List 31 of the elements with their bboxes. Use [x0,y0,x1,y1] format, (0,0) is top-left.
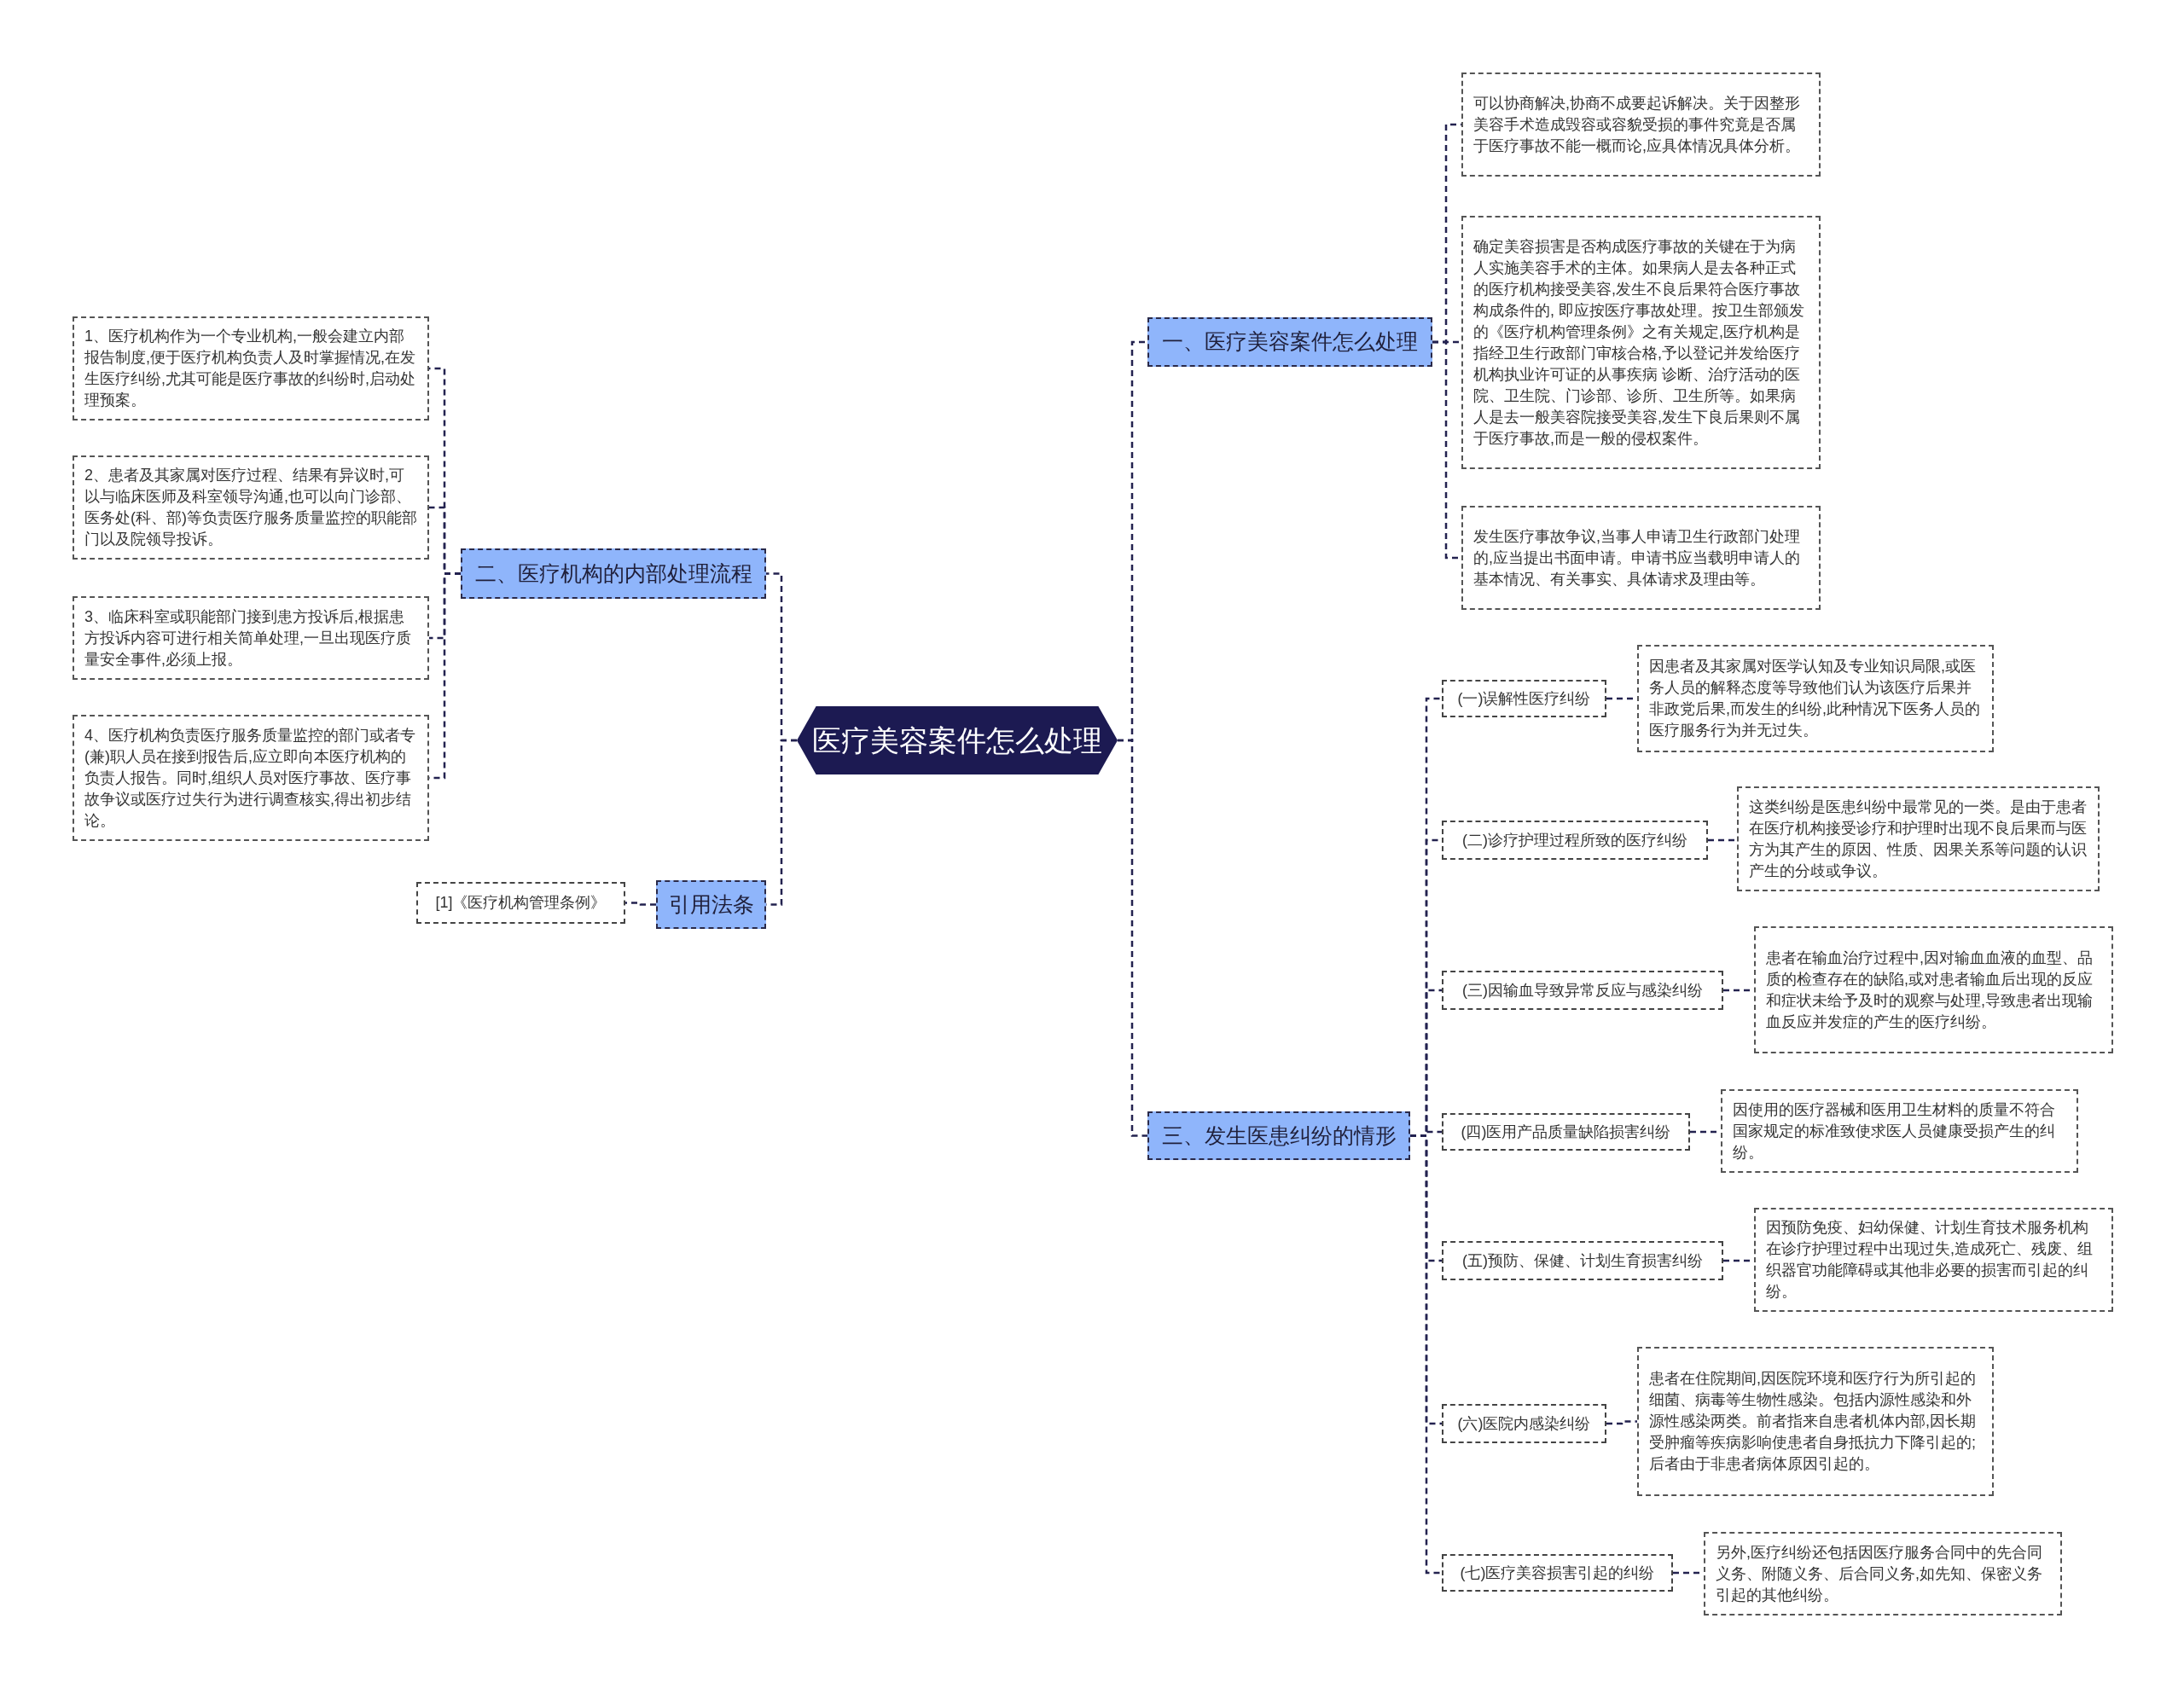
note-box: 2、患者及其家属对医疗过程、结果有异议时,可以与临床医师及科室领导沟通,也可以向门诊部、医务处(科、部)等负责医疗服务质量监控的职能部门以及院领导投诉。 [73,455,429,560]
central-topic: 医疗美容案件怎么处理 [797,706,1118,774]
note-box: 确定美容损害是否构成医疗事故的关键在于为病人实施美容手术的主体。如果病人是去各种正式的医疗机构接受美容,发生不良后果符合医疗事故构成条件的, 即应按医疗事故处理。按卫生部颁发的《医疗机构管理条例》之有关规定,医疗机构是指经卫生行政部门审核合格,予以登记并发给医疗机构执业许可证的从事疾病 诊断、治疗活动的医院、卫生院、门诊部、诊所、卫生所等。如果病人是去一般美容院接受美容,发生下良后果则不属于医疗事故,而是一般的侵权案件。 [1461,216,1821,469]
subtopic-box: (六)医院内感染纠纷 [1442,1404,1606,1443]
subtopic-box: (七)医疗美容损害引起的纠纷 [1442,1554,1673,1592]
branch-topic: 二、医疗机构的内部处理流程 [461,548,766,599]
note-box: 4、医疗机构负责医疗服务质量监控的部门或者专(兼)职人员在接到报告后,应立即向本医疗机构的负责人报告。同时,组织人员对医疗事故、医疗事故争议或医疗过失行为进行调查核实,得出初步结论。 [73,715,429,841]
note-box: 因使用的医疗器械和医用卫生材料的质量不符合国家规定的标准致使求医人员健康受损产生的纠纷。 [1721,1089,2078,1173]
connector-line [625,902,656,906]
note-box: 可以协商解决,协商不成要起诉解决。关于因整形美容手术造成毁容或容貌受损的事件究竟是否属于医疗事故不能一概而论,应具体情况具体分析。 [1461,73,1821,177]
subtopic-box: (一)误解性医疗纠纷 [1442,680,1606,717]
connector-line [1118,739,1147,1137]
note-box: 1、医疗机构作为一个专业机构,一般会建立内部报告制度,便于医疗机构负责人及时掌握情况,在发生医疗纠纷,尤其可能是医疗事故的纠纷时,启动处理预案。 [73,316,429,421]
note-box: 发生医疗事故争议,当事人申请卫生行政部门处理的,应当提出书面申请。申请书应当载明申请人的基本情况、有关事实、具体请求及理由等。 [1461,506,1821,610]
connector-line [1606,1420,1637,1425]
branch-topic: 引用法条 [656,880,766,929]
subtopic-box: (四)医用产品质量缺陷损害纠纷 [1442,1113,1690,1151]
note-box: 3、临床科室或职能部门接到患方投诉后,根据患方投诉内容可进行相关简单处理,一旦出现医疗质量安全事件,必须上报。 [73,596,429,680]
note-box: 因患者及其家属对医学认知及专业知识局限,或医务人员的解释态度等导致他们认为该医疗后果并非政党后果,而发生的纠纷,此种情况下医务人员的医疗服务行为并无过失。 [1637,645,1994,752]
branch-topic: 一、医疗美容案件怎么处理 [1147,317,1432,367]
note-box: 这类纠纷是医患纠纷中最常见的一类。是由于患者在医疗机构接受诊疗和护理时出现不良后果而与医方为其产生的原因、性质、因果关系等问题的认识产生的分歧或争议。 [1737,786,2100,891]
subtopic-box: (五)预防、保健、计划生育损害纠纷 [1442,1241,1723,1280]
branch-topic: 三、发生医患纠纷的情形 [1147,1111,1410,1160]
note-box: 患者在输血治疗过程中,因对输血血液的血型、品质的检查存在的缺陷,或对患者输血后出现的反应和症状未给予及时的观察与处理,导致患者出现输血反应并发症的产生的医疗纠纷。 [1754,926,2113,1053]
note-box: 患者在住院期间,因医院环境和医疗行为所引起的细菌、病毒等生物性感染。包括内源性感染和外源性感染两类。前者指来自患者机体内部,因长期受肿瘤等疾病影响使患者自身抵抗力下降引起的;后者由于非患者病体原因引起的。 [1637,1347,1994,1496]
subtopic-box: [1]《医疗机构管理条例》 [416,882,625,924]
subtopic-box: (二)诊疗护理过程所致的医疗纠纷 [1442,821,1708,860]
connector-line [1708,838,1737,842]
note-box: 因预防免疫、妇幼保健、计划生育技术服务机构在诊疗护理过程中出现过失,造成死亡、残废、组织器官功能障碍或其他非必要的损害而引起的纠纷。 [1754,1208,2113,1312]
subtopic-box: (三)因输血导致异常反应与感染纠纷 [1442,971,1723,1010]
note-box: 另外,医疗纠纷还包括因医疗服务合同中的先合同义务、附随义务、后合同义务,如先知、保密义务引起的其他纠纷。 [1704,1532,2062,1615]
